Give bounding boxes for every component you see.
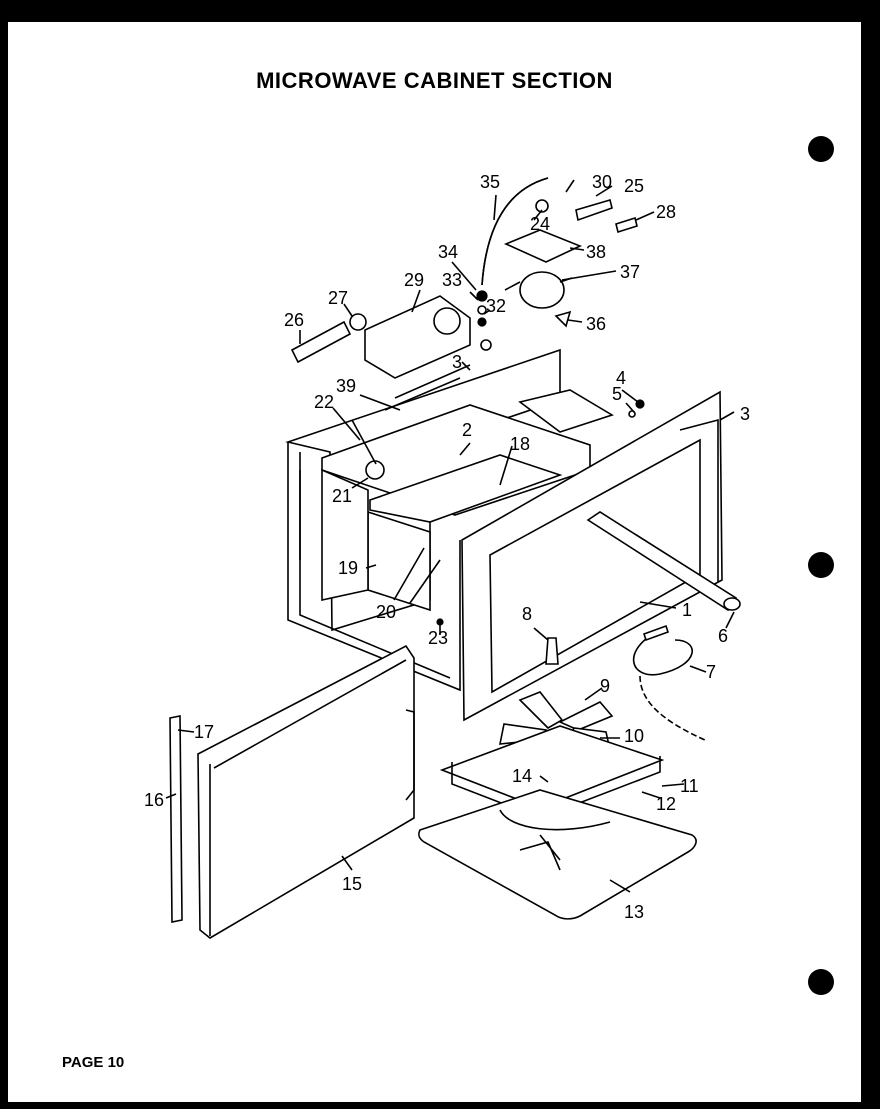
callout-29: 29 (404, 270, 424, 290)
callout-19: 19 (338, 558, 358, 578)
callout-7: 7 (706, 662, 716, 682)
callout-18: 18 (510, 434, 530, 454)
callout-37: 37 (620, 262, 640, 282)
callout-1: 1 (682, 600, 692, 620)
front-face-plate (461, 390, 723, 722)
blower-motor-assembly (481, 177, 638, 309)
small-hardware (290, 290, 645, 791)
binder-hole-top (808, 136, 834, 162)
callout-11: 11 (680, 776, 699, 796)
callout-13: 13 (624, 902, 644, 922)
callout-4: 4 (616, 368, 626, 388)
callout-2: 2 (462, 420, 472, 440)
door-hinge-strip (169, 715, 183, 923)
callout-24: 24 (530, 214, 550, 234)
callout-9: 9 (600, 676, 610, 696)
stirrer-fan-assembly (439, 691, 665, 819)
power-cord (632, 624, 706, 741)
callout-14: 14 (512, 766, 532, 786)
callout-33: 33 (442, 270, 462, 290)
cooking-tray (418, 789, 697, 920)
callout-16: 16 (144, 790, 164, 810)
callout-8: 8 (522, 604, 532, 624)
hinge-bar (586, 511, 741, 612)
callout-5: 5 (612, 384, 622, 404)
door-panel (197, 644, 415, 939)
callout-6: 6 (718, 626, 728, 646)
callout-36: 36 (586, 314, 606, 334)
callout-38: 38 (586, 242, 606, 262)
callout-34: 34 (438, 242, 458, 262)
callout-28: 28 (656, 202, 676, 222)
page-title: MICROWAVE CABINET SECTION (256, 68, 613, 93)
callout-22: 22 (314, 392, 334, 412)
page-number: PAGE 10 (62, 1054, 125, 1071)
callout-30: 30 (592, 172, 612, 192)
cavity-assembly (321, 389, 614, 612)
binder-hole-middle (808, 552, 834, 578)
callout-39: 39 (336, 376, 356, 396)
callout-10: 10 (624, 726, 644, 746)
control-housing (364, 295, 471, 411)
leader-lines (165, 179, 735, 893)
callout-23: 23 (428, 628, 448, 648)
callout-15: 15 (342, 874, 362, 894)
callout-17: 17 (194, 722, 214, 742)
callout-labels: 1 2 3 3 4 5 6 7 8 9 10 11 12 13 14 15 16… (144, 172, 750, 922)
callout-3-top: 3 (452, 352, 462, 372)
callout-21: 21 (332, 486, 352, 506)
callout-26: 26 (284, 310, 304, 330)
callout-32: 32 (486, 296, 506, 316)
callout-12: 12 (656, 794, 676, 814)
callout-3-right: 3 (740, 404, 750, 424)
callout-35: 35 (480, 172, 500, 192)
callout-20: 20 (376, 602, 396, 622)
callout-25: 25 (624, 176, 644, 196)
binder-hole-bottom (808, 969, 834, 995)
callout-27: 27 (328, 288, 348, 308)
